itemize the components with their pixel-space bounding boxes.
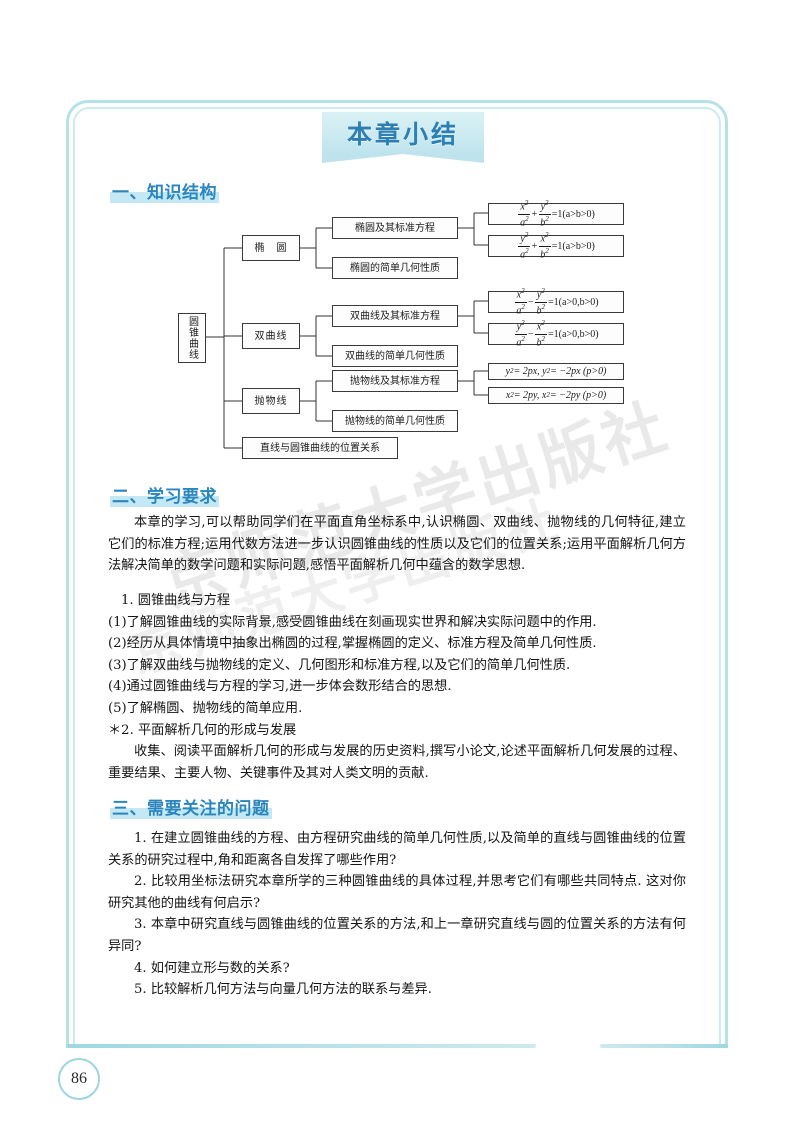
diagram-node-parabola: 抛物线 (242, 388, 300, 414)
key-question-3: 3. 本章中研究直线与圆锥曲线的位置关系的方法,和上一章研究直线与圆的位置关系的… (108, 917, 686, 954)
study-item-2-title: ＊2. 平面解析几何的形成与发展 (108, 722, 297, 738)
diagram-node-root: 圆锥曲线 (178, 313, 206, 363)
diagram-connectors (206, 212, 488, 449)
bottom-rule-right (600, 1044, 728, 1048)
study-requirements-intro-block: 本章的学习,可以帮助同学们在平面直角坐标系中,认识椭圆、双曲线、抛物线的几何特征… (108, 512, 686, 577)
page-title: 本章小结 (346, 120, 459, 149)
key-question-5: 5. 比较解析几何方法与向量几何方法的联系与差异. (134, 982, 432, 998)
key-question-4: 4. 如何建立形与数的关系? (134, 960, 290, 976)
study-requirements-list-block: 1. 圆锥曲线与方程 (1)了解圆锥曲线的实际背景,感受圆锥曲线在刻画现实世界和… (108, 590, 686, 784)
bottom-rule-left (66, 1044, 536, 1048)
study-point-2: (2)经历从具体情境中抽象出椭圆的过程,掌握椭圆的定义、标准方程及简单几何性质. (108, 636, 597, 652)
diagram-node-parabola-properties: 抛物线的简单几何性质 (332, 410, 458, 432)
key-question-1: 1. 在建立圆锥曲线的方程、由方程研究曲线的简单几何性质,以及简单的直线与圆锥曲… (108, 831, 686, 868)
study-item-2-body: 收集、阅读平面解析几何的形成与发展的历史资料,撰写小论文,论述平面解析几何发展的… (108, 744, 686, 781)
study-point-5: (5)了解椭圆、抛物线的简单应用. (108, 700, 303, 716)
key-questions-block: 1. 在建立圆锥曲线的方程、由方程研究曲线的简单几何性质,以及简单的直线与圆锥曲… (108, 828, 686, 1001)
section-heading-study-requirements: 二、学习要求 (110, 487, 219, 507)
section-heading-key-questions: 三、需要关注的问题 (110, 799, 272, 819)
knowledge-structure-diagram: 圆锥曲线 椭 圆 双曲线 抛物线 椭圆及其标准方程 椭圆的简单几何性质 双曲线及… (170, 200, 630, 470)
diagram-node-ellipse-properties: 椭圆的简单几何性质 (332, 257, 458, 279)
study-item-1-title: 1. 圆锥曲线与方程 (121, 593, 231, 608)
study-intro-paragraph: 本章的学习,可以帮助同学们在平面直角坐标系中,认识椭圆、双曲线、抛物线的几何特征… (108, 515, 686, 574)
diagram-node-parabola-equation: 抛物线及其标准方程 (332, 370, 458, 392)
section-heading-knowledge-structure: 一、知识结构 (110, 183, 219, 203)
diagram-node-hyperbola-equation: 双曲线及其标准方程 (332, 305, 458, 327)
frame-mask (60, 1048, 740, 1068)
diagram-node-ellipse-equation: 椭圆及其标准方程 (332, 217, 458, 239)
study-point-1: (1)了解圆锥曲线的实际背景,感受圆锥曲线在刻画现实世界和解决实际问题中的作用. (108, 614, 597, 630)
diagram-node-ellipse: 椭 圆 (242, 235, 300, 261)
study-point-4: (4)通过圆锥曲线与方程的学习,进一步体会数形结合的思想. (108, 679, 452, 695)
page-number: 86 (58, 1058, 100, 1100)
diagram-node-hyperbola-properties: 双曲线的简单几何性质 (332, 345, 458, 367)
diagram-node-hyperbola: 双曲线 (242, 323, 300, 349)
study-point-3: (3)了解双曲线与抛物线的定义、几何图形和标准方程,以及它们的简单几何性质. (108, 657, 571, 673)
key-question-2: 2. 比较用坐标法研究本章所学的三种圆锥曲线的具体过程,并思考它们有哪些共同特点… (108, 874, 686, 911)
chapter-summary-banner: 本章小结 (322, 112, 484, 163)
diagram-node-line-conic-relation: 直线与圆锥曲线的位置关系 (242, 437, 398, 459)
